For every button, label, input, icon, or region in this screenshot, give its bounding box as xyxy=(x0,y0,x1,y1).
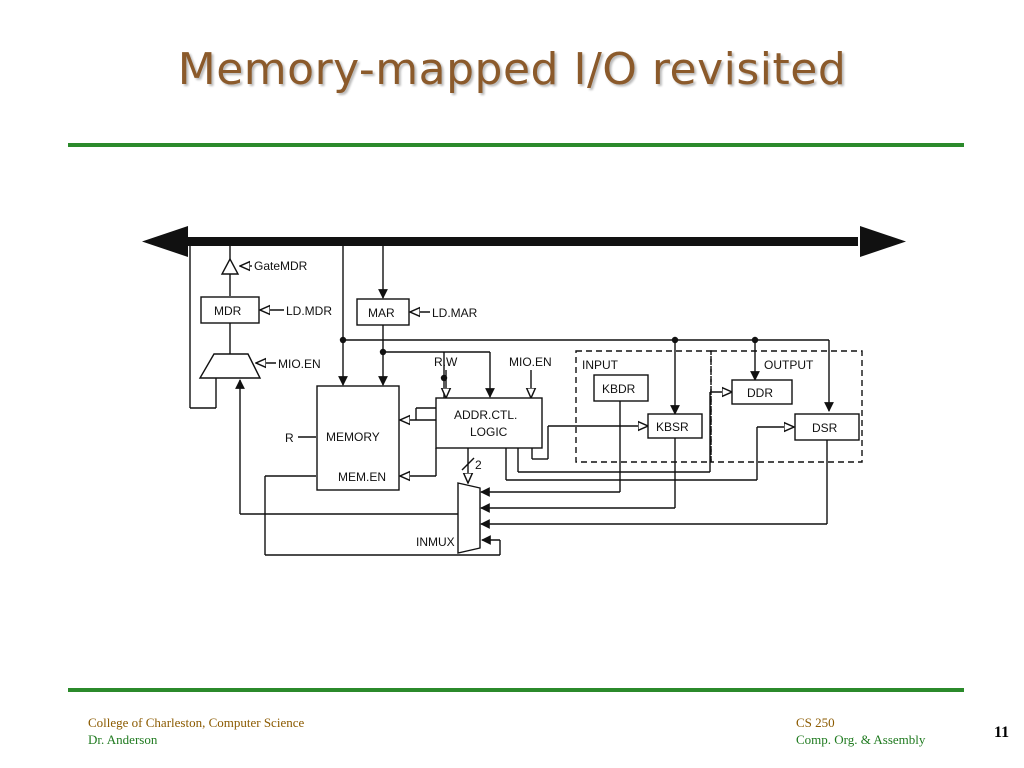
gatemdr-buffer xyxy=(220,257,240,275)
label-addr-ctl-line2: LOGIC xyxy=(470,425,508,439)
footer-left: College of Charleston, Computer Science … xyxy=(88,714,304,748)
kbdr-box xyxy=(593,374,649,402)
label-ld-mar: LD.MAR xyxy=(432,306,478,320)
label-inmux: INMUX xyxy=(416,535,455,549)
inmux xyxy=(457,482,481,554)
footer-institution: College of Charleston, Computer Science xyxy=(88,715,305,730)
label-ld-mdr: LD.MDR xyxy=(286,304,332,318)
dsr-box xyxy=(794,413,860,441)
label-kbsr: KBSR xyxy=(656,420,689,434)
label-mio-en-right: MIO.EN xyxy=(509,355,552,369)
label-input: INPUT xyxy=(582,358,619,372)
label-output: OUTPUT xyxy=(764,358,814,372)
label-mem-en: MEM.EN xyxy=(338,470,386,484)
label-mar: MAR xyxy=(368,306,395,320)
label-mdr: MDR xyxy=(214,304,242,318)
footer-course-code: CS 250 xyxy=(796,715,835,730)
output-device-frame xyxy=(710,350,863,463)
label-ddr: DDR xyxy=(747,386,773,400)
label-dsr: DSR xyxy=(812,421,838,435)
page-number: 11 xyxy=(994,724,1010,741)
memory-box xyxy=(316,385,400,491)
label-gatemdr: GateMDR xyxy=(254,259,308,273)
ddr-box xyxy=(731,379,793,405)
label-r-w: R.W xyxy=(434,355,458,369)
system-bus xyxy=(142,226,906,257)
footer-right: CS 250 Comp. Org. & Assembly xyxy=(796,714,925,748)
label-mio-en-left: MIO.EN xyxy=(278,357,321,371)
label-kbdr: KBDR xyxy=(602,382,636,396)
label-memory: MEMORY xyxy=(326,430,380,444)
footer-author: Dr. Anderson xyxy=(88,732,158,747)
label-addr-ctl-line1: ADDR.CTL. xyxy=(454,408,517,422)
label-r: R xyxy=(285,431,294,445)
label-two: 2 xyxy=(475,458,482,472)
kbsr-box xyxy=(647,413,703,439)
footer-course-name: Comp. Org. & Assembly xyxy=(796,732,926,747)
addr-ctl-logic-box xyxy=(435,397,543,449)
mdr-input-mux xyxy=(198,353,262,379)
junction-dots xyxy=(339,336,759,382)
footer-divider xyxy=(68,688,964,692)
slide-title: Memory-mapped I/O revisited xyxy=(177,44,847,95)
input-device-frame xyxy=(575,350,712,463)
title-divider xyxy=(68,143,964,147)
